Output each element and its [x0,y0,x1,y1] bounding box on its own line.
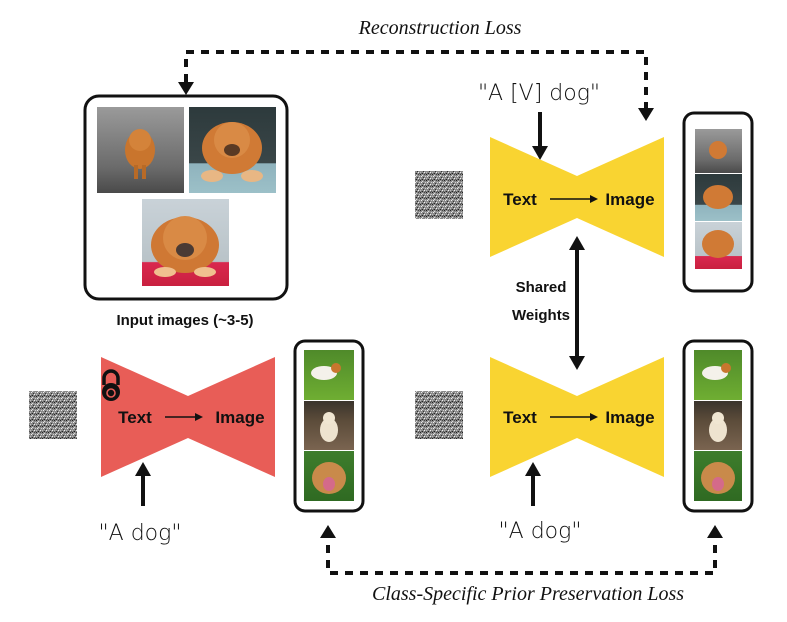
output-image-3 [695,222,742,269]
reconstruction-loss-label: Reconstruction Loss [358,17,522,39]
model-image-label: Image [605,190,654,209]
prompt-class-left: "A dog" [99,521,182,546]
output-strip-top [682,111,754,293]
shared-weights-arrow [569,236,585,370]
prior-preservation-loss-label: Class-Specific Prior Preservation Loss [372,583,684,605]
output-strip-bottom [682,339,754,513]
model-finetune-top [490,137,664,257]
noise-icon [415,171,463,219]
arrowhead-down-icon [638,108,654,121]
input-image-1 [97,107,184,193]
model-image-label: Image [215,408,264,427]
dog-image-2 [304,401,354,450]
input-image-3 [142,199,229,286]
prior-preservation-loss-arrow [320,525,723,575]
model-text-label: Text [503,408,537,427]
model-text-label: Text [503,190,537,209]
noise-icon [29,391,77,439]
shared-weights-line1: Shared [516,279,567,296]
prompt-arrow-up [525,462,541,506]
prompt-class-right: "A dog" [499,519,582,544]
dog-image-3 [304,451,354,501]
dog-image-1 [304,350,354,400]
noise-icon [415,391,463,439]
output-strip-frozen [293,339,365,513]
dog-image-1 [694,350,742,400]
dog-image-3 [694,451,742,501]
input-images-label: Input images (~3-5) [116,312,253,329]
input-image-2 [189,107,276,193]
input-images-panel [83,94,289,301]
output-image-1 [695,129,742,173]
arrowhead-up-icon [320,525,336,538]
model-text-label: Text [118,408,152,427]
model-image-label: Image [605,408,654,427]
arrowhead-down-icon [178,82,194,95]
prompt-arrow-up [135,462,151,506]
dog-image-2 [694,401,742,450]
lock-icon [102,369,120,401]
arrowhead-up-icon [707,525,723,538]
reconstruction-loss-arrow [178,50,654,121]
shared-weights-line2: Weights [512,307,570,324]
prompt-specific: "A [V] dog" [478,81,600,106]
prompt-arrow-down [532,112,548,160]
output-image-2 [695,174,742,221]
